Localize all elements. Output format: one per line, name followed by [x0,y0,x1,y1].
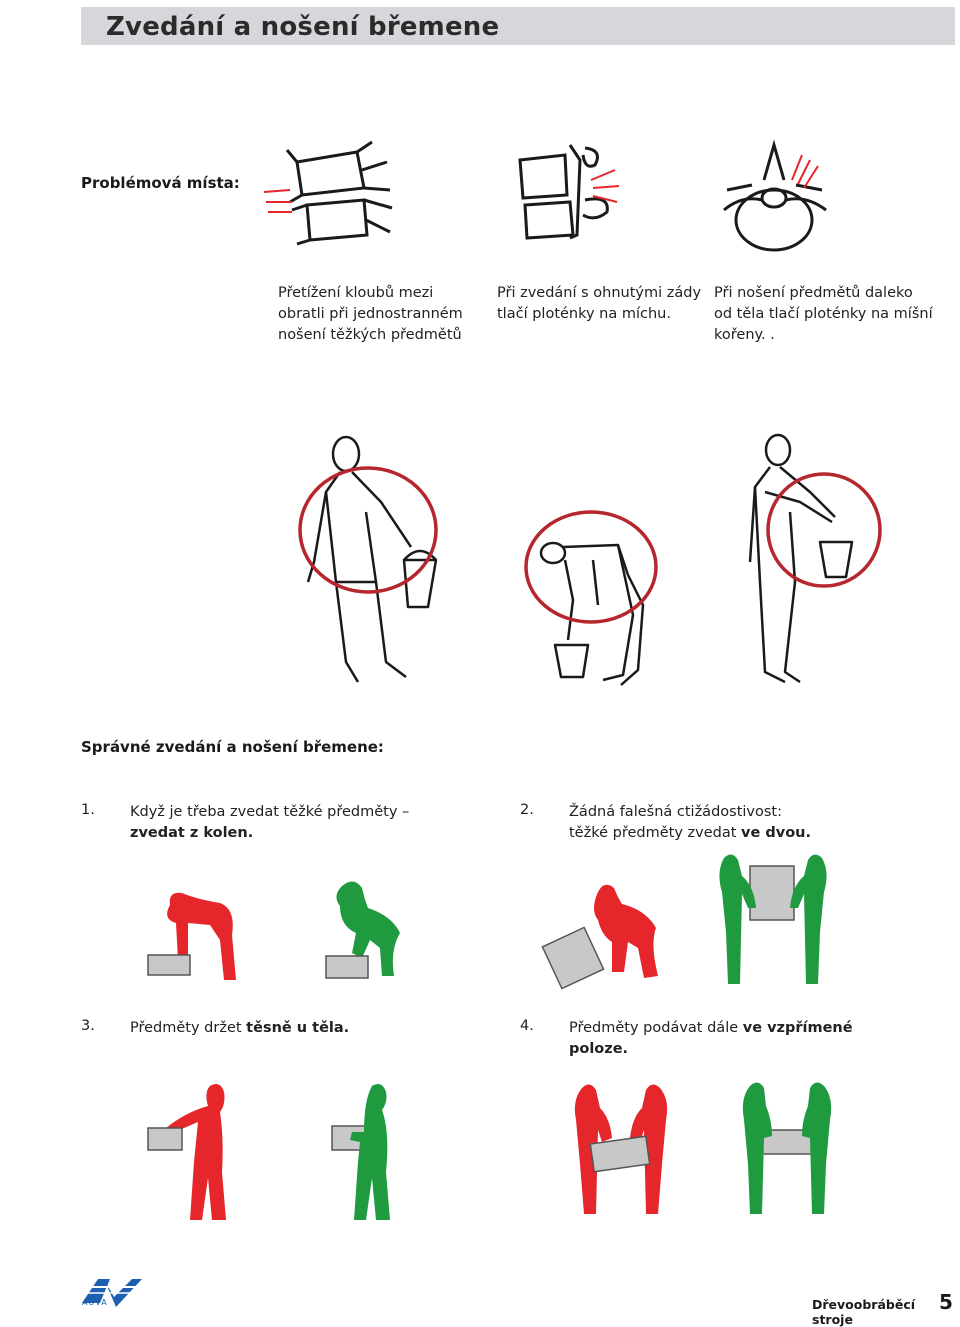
step-text-4: Předměty podávat dále ve vzpřímené poloz… [569,1020,853,1057]
step-text-3: Předměty držet těsně u těla. [130,1020,350,1036]
problems-label: Problémová místa: [81,174,240,192]
figure-right-knee-lift [325,881,400,979]
header-bar [81,7,955,45]
page-number: 5 [939,1290,953,1314]
figure-wrong-bent-lift [147,892,236,980]
footer-doc-title: Dřevoobráběcí stroje [812,1297,916,1327]
step-number-2: 2. [520,802,534,818]
figure-right-two-person-lift [719,854,827,984]
problem-caption-2: Při zvedání s ohnutými zády tlačí plotén… [497,285,702,322]
figure-wrong-lift-alone [541,884,658,990]
spine-illustration-overload [263,140,393,246]
problem-caption-1: Přetížení kloubů mezi obratli při jednos… [278,285,463,343]
figure-right-pass-upright [742,1082,832,1214]
figure-right-hold-close [331,1084,390,1220]
problem-caption-3: Při nošení předmětů daleko od těla tlačí… [714,285,933,343]
step-number-3: 3. [81,1018,95,1034]
person-carrying-bucket-one-side [298,435,438,683]
step-text-1: Když je třeba zvedat těžké předměty – zv… [130,804,410,841]
correct-lifting-label: Správné zvedání a nošení břemene: [81,738,384,756]
auva-logo-text: AUVA [82,1298,108,1307]
auva-logo [80,1279,142,1307]
spine-illustration-nerve [723,139,827,252]
step-text-2: Žádná falešná ctižádostivost: těžké před… [569,804,811,841]
person-lifting-bucket-bent [524,510,658,686]
step-number-1: 1. [81,802,95,818]
person-holding-bucket-far [748,433,882,684]
figure-wrong-pass-bent [574,1084,668,1214]
spine-illustration-bent [518,144,620,240]
figure-wrong-hold-far [147,1084,226,1220]
page-title: Zvedání a nošení břemene [106,12,500,42]
step-number-4: 4. [520,1018,534,1034]
